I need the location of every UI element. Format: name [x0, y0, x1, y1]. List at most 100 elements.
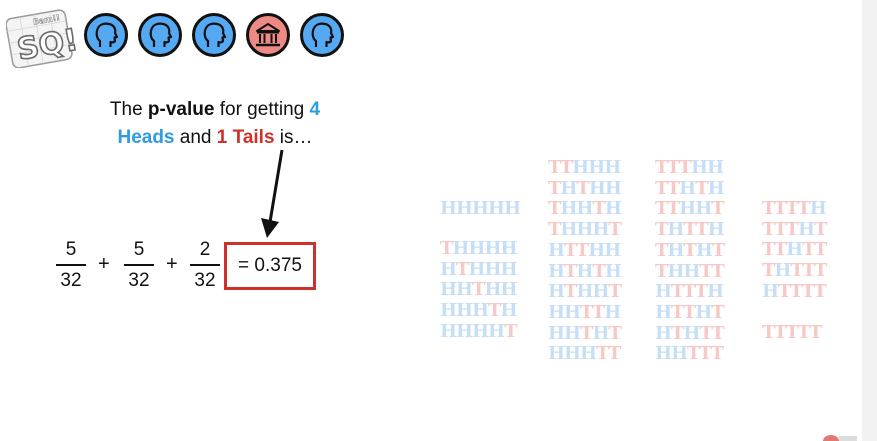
outcome-sequence: HTTTT: [762, 280, 827, 303]
heads-letter: H: [500, 300, 517, 322]
tails-letter: T: [564, 281, 577, 303]
outcome-sequence: THTHT: [655, 239, 725, 262]
outcome-sequence: TTTHH: [655, 157, 724, 179]
heads-letter: H: [655, 301, 672, 323]
heads-letter: H: [695, 198, 712, 220]
outcome-sequence: HHTTH: [548, 301, 621, 324]
heads-letter: H: [707, 177, 725, 199]
tails-letter: T: [694, 281, 708, 303]
coin-row: [84, 13, 344, 57]
heads-letter: H: [762, 280, 779, 302]
tails-letter: T: [785, 322, 799, 343]
tails-letter: T: [592, 198, 605, 220]
outcome-sequence: THHTH: [548, 198, 622, 220]
heads-letter: H: [548, 322, 565, 344]
heads-letter: H: [500, 238, 517, 259]
outcome-sequence: THTTT: [762, 260, 827, 282]
outcome-sequence: HTHHT: [548, 281, 622, 303]
right-edge-strip: [862, 0, 877, 441]
heads-letter: H: [452, 238, 469, 259]
tails-letter: T: [596, 343, 609, 365]
heads-letter: H: [679, 177, 696, 199]
tails-letter: T: [440, 238, 453, 259]
heads-letter: H: [560, 219, 577, 241]
heads-letter: H: [440, 258, 457, 280]
tails-letter: T: [813, 260, 827, 282]
outcome-sequence: HTHTH: [548, 260, 622, 283]
tails-letter: T: [773, 239, 787, 261]
tails-letter: T: [785, 198, 799, 219]
statement-text: The: [109, 99, 148, 120]
heads-letter: H: [440, 320, 457, 342]
heads-letter: H: [456, 279, 473, 301]
outcome-sequence: HHTTT: [655, 343, 724, 365]
heads-letter: H: [484, 238, 501, 259]
heads-letter: H: [683, 260, 700, 282]
outcome-sequence: HHTHH: [440, 279, 517, 301]
tails-letter: T: [813, 239, 827, 261]
tails-letter: T: [711, 301, 724, 323]
tails-letter: T: [666, 157, 680, 178]
heads-count: 4: [309, 99, 321, 120]
outcome-sequence: HHHTT: [548, 343, 621, 365]
outcome-sequence: TTTTH: [762, 198, 827, 220]
heads-letter: H: [484, 258, 501, 280]
tails-letter: T: [682, 301, 696, 323]
tails-letter: T: [548, 198, 561, 220]
tails-letter: T: [580, 322, 593, 344]
heads-letter: H: [655, 322, 672, 344]
tails-letter: T: [699, 260, 712, 282]
statement-text: is…: [274, 127, 313, 148]
tails-letter: T: [548, 157, 561, 178]
p-value-keyword: p-value: [147, 99, 215, 120]
heads-letter: H: [560, 177, 577, 199]
outcome-sequence: HHHTH: [440, 300, 517, 322]
heads-letter: H: [456, 198, 473, 219]
tails-letter: T: [608, 322, 621, 344]
tails-letter: T: [671, 322, 684, 344]
heads-letter: H: [588, 157, 605, 178]
tails-letter: T: [548, 219, 561, 241]
denominator: 32: [60, 270, 82, 291]
heads-letter: H: [797, 218, 815, 240]
tails-letter: T: [456, 258, 469, 280]
fraction-bar: [190, 264, 220, 266]
heads-letter: H: [472, 300, 489, 322]
tails-letter: T: [797, 322, 810, 343]
tails-letter: T: [710, 343, 724, 365]
tails-letter: T: [666, 198, 680, 220]
heads-letter: H: [695, 239, 713, 261]
tails-letter: T: [504, 320, 517, 342]
tails-letter: T: [687, 343, 700, 365]
plus-sign: +: [98, 253, 110, 275]
tails-letter: T: [802, 239, 815, 261]
heads-letter: H: [809, 198, 827, 219]
down-arrow-icon: [261, 149, 284, 238]
head-silhouette-icon: [311, 22, 335, 47]
heads-letter: H: [588, 239, 605, 261]
heads-letter: H: [488, 320, 505, 342]
heads-letter: H: [707, 219, 725, 241]
fraction: 5 32: [56, 238, 86, 293]
heads-letter: H: [576, 260, 593, 282]
outcome-sequence: THTHH: [548, 177, 622, 200]
tails-letter: T: [678, 157, 692, 178]
heads-letter: H: [564, 301, 581, 323]
outcome-sequence: TTHHH: [548, 157, 621, 179]
denominator: 32: [128, 270, 150, 291]
tails-letter: T: [655, 198, 668, 220]
heads-letter: H: [576, 198, 593, 220]
outcome-sequence: THHHT: [548, 219, 622, 241]
heads-letter: H: [671, 343, 688, 365]
tails-letter: T: [682, 281, 696, 303]
outcome-sequence: HTHHH: [440, 258, 517, 281]
heads-letter: H: [604, 198, 622, 220]
heads-letter: H: [548, 301, 565, 323]
heads-letter: H: [548, 281, 565, 303]
heads-letter: H: [504, 198, 521, 219]
tails-letter: T: [762, 260, 775, 282]
heads-letter: H: [576, 281, 593, 303]
tails-letter: T: [671, 301, 684, 323]
coin-heads: [192, 13, 236, 57]
tails-letter: T: [580, 301, 593, 323]
